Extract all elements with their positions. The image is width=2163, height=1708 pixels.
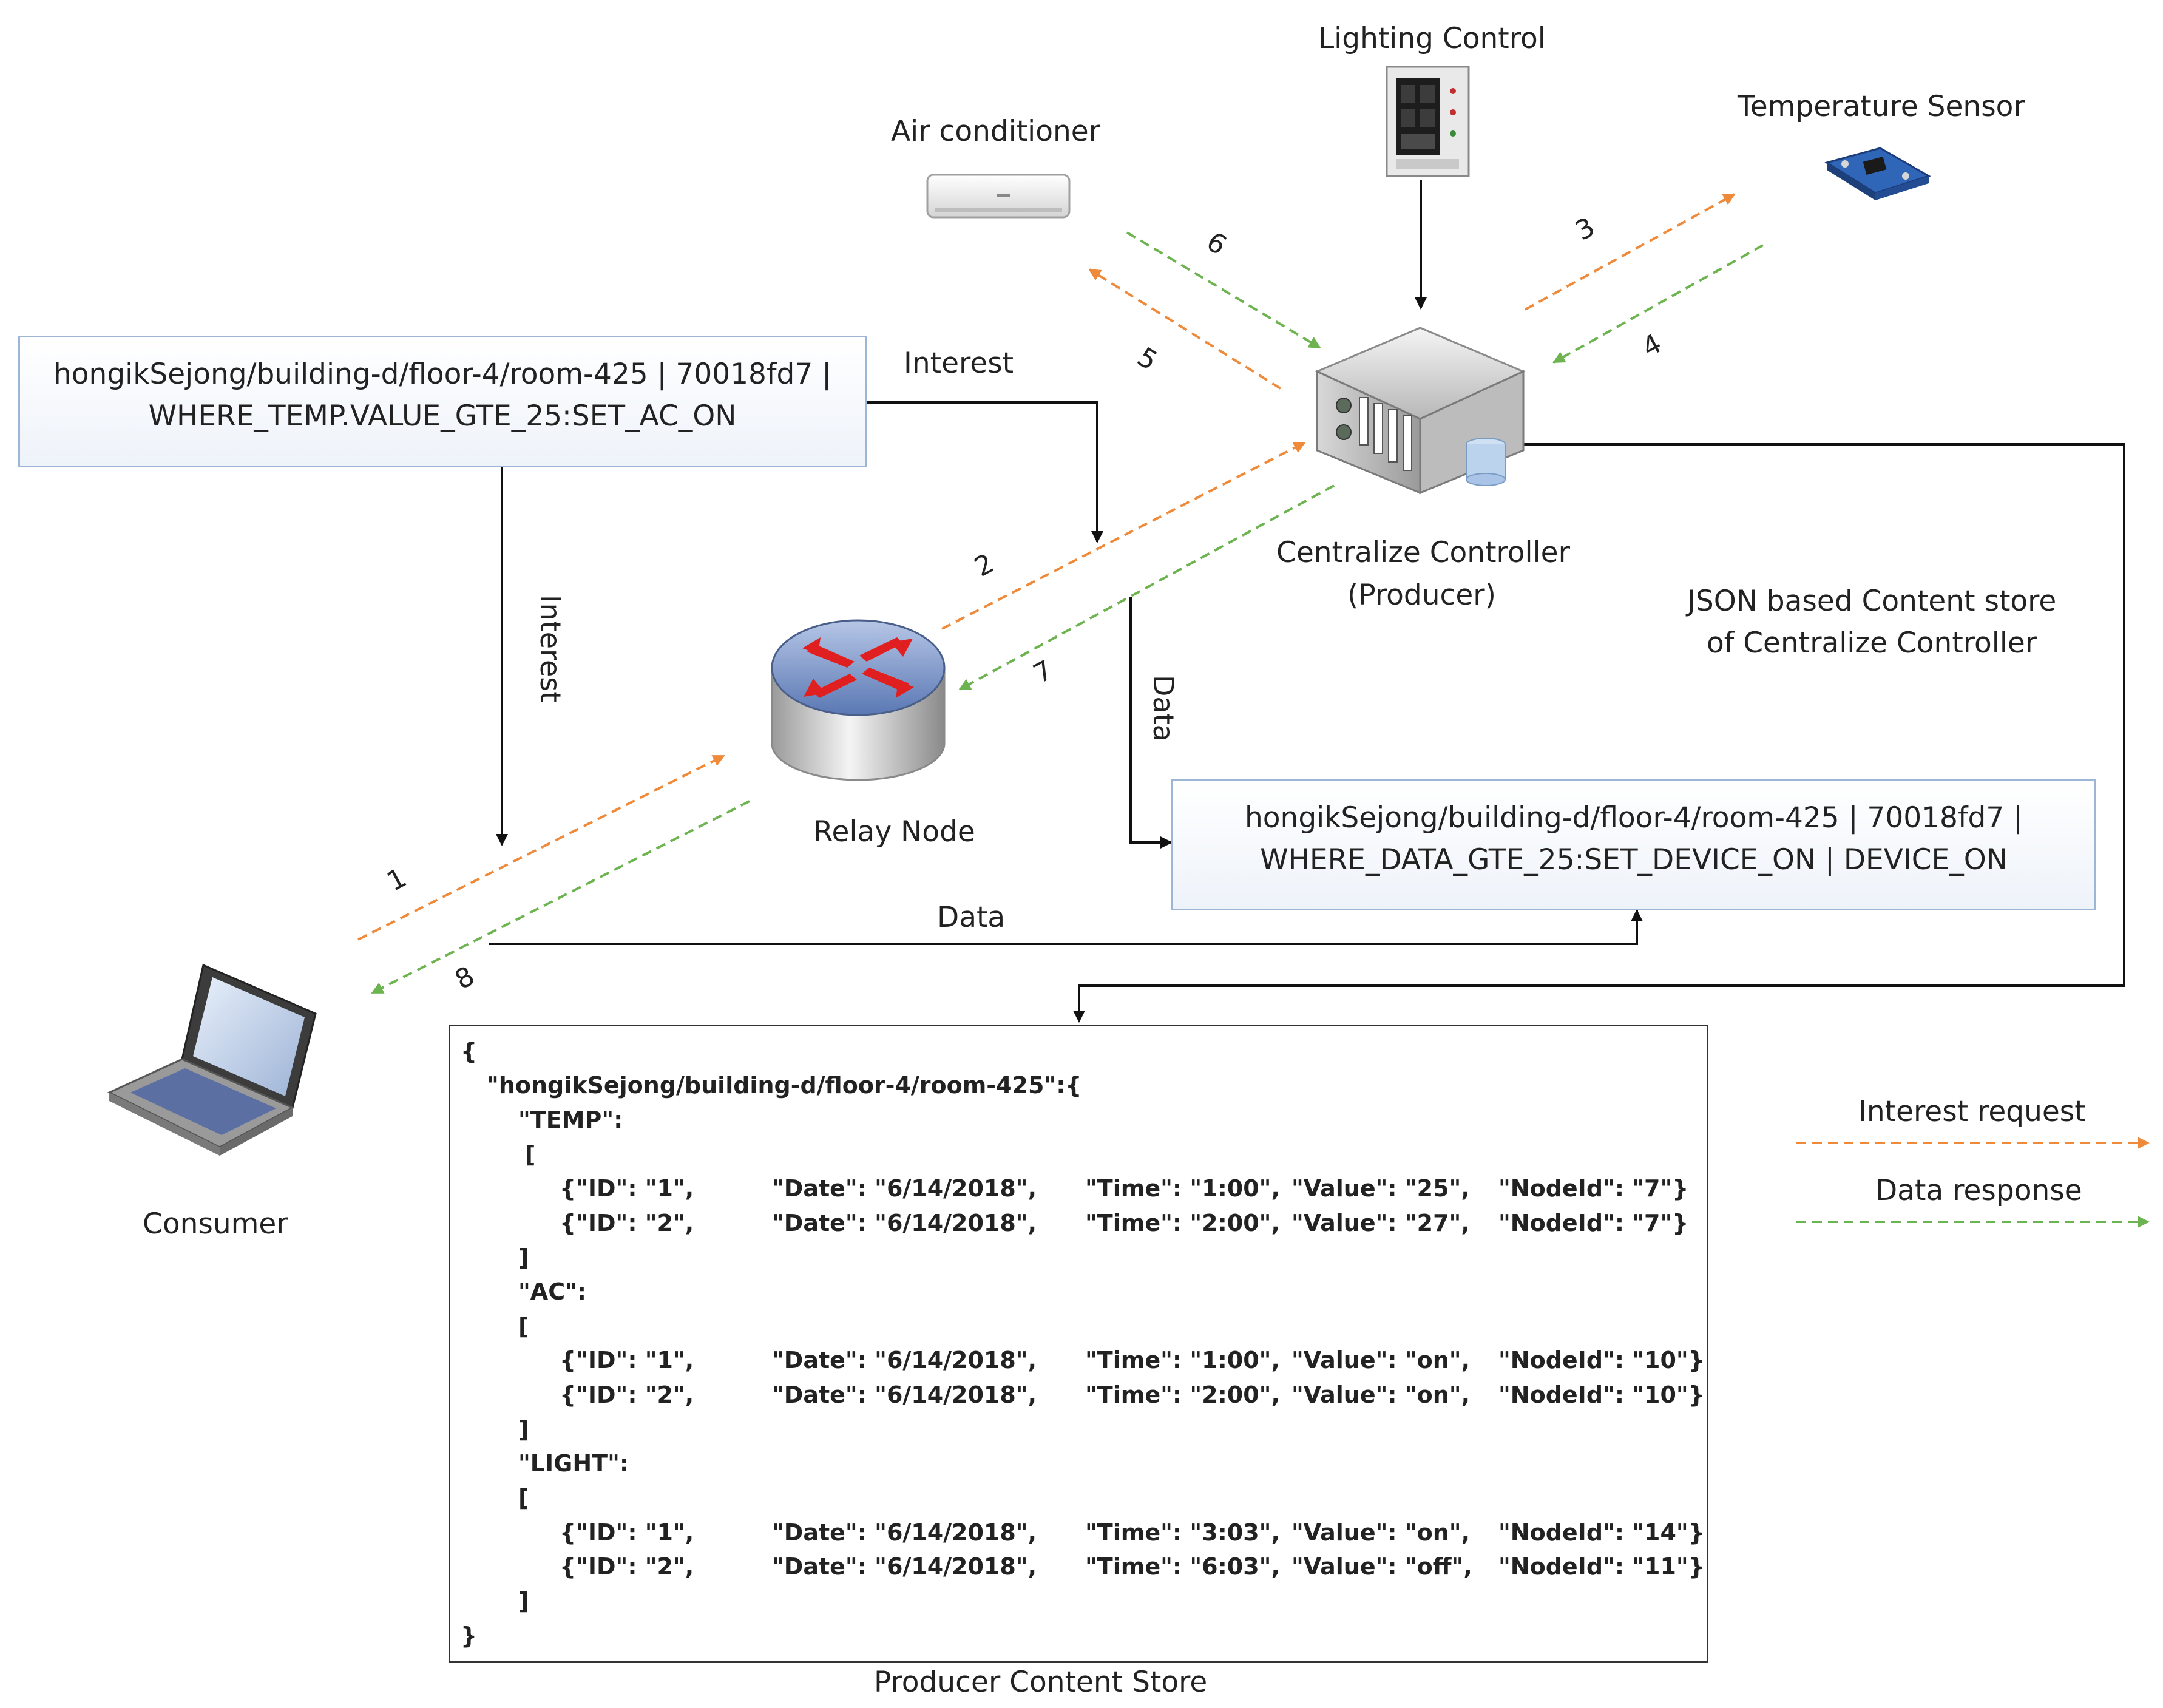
json-row: {"ID": "2", "Date": "6/14/2018", "Time":… [450,1212,1707,1236]
json-store-label-line1: JSON based Content store [1687,585,2057,618]
lighting-control-label: Lighting Control [1318,22,1546,55]
legend-interest-label: Interest request [1858,1095,2086,1128]
json-cell: "NodeId": "10"} [1498,1381,1705,1408]
json-cell: "Date": "6/14/2018", [772,1553,1037,1580]
json-cell: "Time": "6:03", [1085,1553,1280,1580]
json-bracket-close: ] [518,1416,529,1443]
json-store-label-line2: of Centralize Controller [1707,626,2037,660]
air-conditioner-label: Air conditioner [891,115,1101,148]
producer-content-store: { "hongikSejong/building-d/floor-4/room-… [449,1025,1708,1663]
json-cell: "NodeId": "7"} [1498,1175,1689,1202]
json-cell: "Value": "on", [1291,1381,1471,1408]
consumer-laptop-icon [107,963,317,1156]
json-cell: "NodeId": "14"} [1498,1519,1705,1546]
json-cell: "Value": "25", [1291,1175,1470,1202]
relay-node-icon [771,619,946,781]
data-label-vertical: Data [1147,675,1180,742]
legend-data-label: Data response [1875,1174,2082,1207]
interest-arrow-5 [1088,268,1282,390]
json-cell: "Date": "6/14/2018", [772,1175,1037,1202]
json-cell: "Date": "6/14/2018", [772,1347,1037,1374]
consumer-label: Consumer [143,1207,288,1241]
interest-connector-to-relay [867,401,1103,543]
interest-query-line2: WHERE_TEMP.VALUE_GTE_25:SET_AC_ON [148,399,737,433]
json-section-temp: "TEMP": [518,1106,623,1133]
temperature-sensor-icon [1824,147,1931,200]
json-bracket-close: ] [518,1244,529,1271]
temperature-sensor-label: Temperature Sensor [1738,90,2025,123]
json-cell: "Value": "on", [1291,1347,1471,1374]
controller-role-label: (Producer) [1347,578,1496,612]
relay-node-label: Relay Node [813,815,975,849]
json-cell: {"ID": "2", [560,1553,694,1580]
json-cell: "Value": "off", [1291,1553,1472,1580]
air-conditioner-icon [926,174,1071,219]
data-arrow-8 [371,800,750,994]
json-bracket-open: [ [525,1141,536,1168]
json-cell: "Value": "27", [1291,1210,1470,1236]
interest-arrow-2 [941,441,1306,630]
json-cell: "NodeId": "7"} [1498,1210,1689,1236]
controller-server-icon [1315,327,1526,495]
json-cell: "Time": "2:00", [1085,1381,1280,1408]
json-cell: {"ID": "2", [560,1381,694,1408]
interest-label-top: Interest [904,347,1014,380]
interest-query-line1: hongikSejong/building-d/floor-4/room-425… [53,358,831,391]
json-cell: {"ID": "1", [560,1175,694,1202]
producer-content-store-label: Producer Content Store [874,1666,1208,1699]
json-cell: "Time": "1:00", [1085,1175,1280,1202]
data-response-line2: WHERE_DATA_GTE_25:SET_DEVICE_ON | DEVICE… [1260,843,2008,876]
json-close-brace: } [461,1622,478,1649]
json-bracket-close: ] [518,1588,529,1615]
data-connector-consumer-to-box [489,909,1643,945]
json-section-ac: "AC": [518,1278,587,1305]
data-response-line1: hongikSejong/building-d/floor-4/room-425… [1244,801,2023,835]
json-cell: "NodeId": "10"} [1498,1347,1705,1374]
json-row: {"ID": "1", "Date": "6/14/2018", "Time":… [450,1349,1707,1373]
json-bracket-open: [ [518,1313,529,1340]
json-bracket-open: [ [518,1485,529,1511]
json-row: {"ID": "1", "Date": "6/14/2018", "Time":… [450,1177,1707,1201]
json-cell: "Date": "6/14/2018", [772,1519,1037,1546]
data-arrow-6 [1126,231,1321,349]
json-cell: "Time": "3:03", [1085,1519,1280,1546]
lighting-control-icon [1386,66,1470,177]
json-cell: "Value": "on", [1291,1519,1471,1546]
json-cell: "Date": "6/14/2018", [772,1381,1037,1408]
controller-to-content-store-line [1073,443,2125,1023]
json-cell: {"ID": "1", [560,1347,694,1374]
json-open-brace: { [461,1038,478,1065]
json-cell: "NodeId": "11"} [1498,1553,1705,1580]
json-cell: "Date": "6/14/2018", [772,1210,1037,1236]
interest-arrow-3 [1525,193,1736,311]
interest-query-box: hongikSejong/building-d/floor-4/room-425… [18,336,867,467]
json-cell: "Time": "1:00", [1085,1347,1280,1374]
interest-arrow-1 [357,754,725,941]
json-row: {"ID": "2", "Date": "6/14/2018", "Time":… [450,1555,1707,1579]
controller-label: Centralize Controller [1276,536,1570,569]
json-cell: {"ID": "1", [560,1519,694,1546]
json-section-light: "LIGHT": [518,1450,629,1477]
json-cell: "Time": "2:00", [1085,1210,1280,1236]
data-label-bottom: Data [937,901,1006,934]
data-response-box: hongikSejong/building-d/floor-4/room-425… [1171,779,2096,910]
json-row: {"ID": "1", "Date": "6/14/2018", "Time":… [450,1521,1707,1545]
json-cell: {"ID": "2", [560,1210,694,1236]
data-arrow-4 [1552,244,1764,364]
json-room-key: "hongikSejong/building-d/floor-4/room-42… [487,1072,1082,1099]
interest-label-vertical: Interest [534,595,567,703]
data-arrow-7 [958,484,1335,691]
data-connector-to-data-box [1129,597,1173,849]
json-row: {"ID": "2", "Date": "6/14/2018", "Time":… [450,1383,1707,1408]
